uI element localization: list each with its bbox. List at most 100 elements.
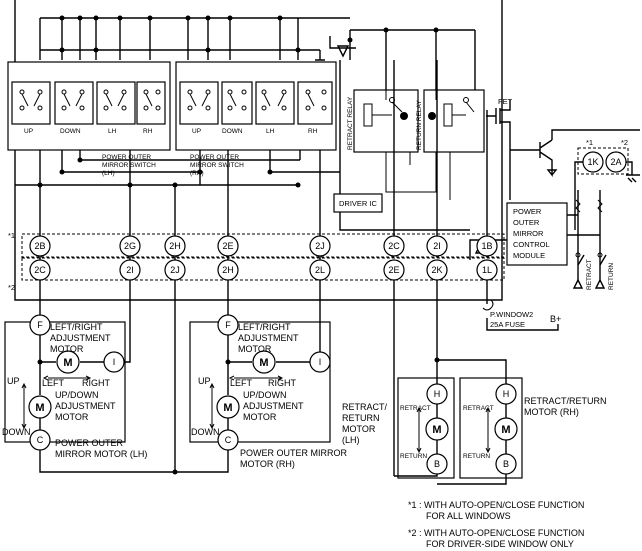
pin-2e: 2E <box>222 241 233 251</box>
rh-left-label: LEFT <box>230 378 253 388</box>
retract-return-motors: H B H B M M RETRACT RETURN RETRACT RETUR… <box>342 357 607 485</box>
rr-lh-pin-b: B <box>434 459 440 469</box>
pin-2j-bottom: 2J <box>170 265 180 275</box>
rh-down-label: DOWN <box>191 427 220 437</box>
switch-rh-name-3: (RH) <box>190 170 204 177</box>
rh-pin-c: C <box>225 435 232 445</box>
lh-pin-f: F <box>37 320 43 330</box>
rr-lh-motor-symbol: M <box>432 424 441 436</box>
lh-lr-label-2: ADJUSTMENT <box>50 333 111 343</box>
connector-rows: *1 *2 2B 2G 2H 2E 2J 2C 2I 1B 2C 2I 2J 2… <box>8 60 505 476</box>
lh-name-1: POWER OUTER <box>55 438 124 448</box>
fuse: P.WINDOW2 25A FUSE B+ <box>482 280 561 331</box>
fet-terminals: 1K 2A *1 *2 <box>510 129 640 230</box>
rr-rh-retract-label: RETRACT <box>463 405 494 412</box>
switch-lh-rh-label: RH <box>143 128 153 135</box>
switch-lh-lh-label: LH <box>108 128 117 135</box>
switch-rh-lh-label: LH <box>266 128 275 135</box>
lh-lr-motor-symbol: M <box>63 357 72 369</box>
pin-2g: 2G <box>124 241 136 251</box>
switch-rh-name-2: MIRROR SWITCH <box>190 162 244 169</box>
lh-right-label: RIGHT <box>82 378 111 388</box>
pin-1l: 1L <box>482 265 492 275</box>
top-bus-wires <box>39 15 476 110</box>
row-marker-1: *1 <box>8 231 15 240</box>
pin-2h: 2H <box>169 241 181 251</box>
switch-output-wires <box>15 60 470 260</box>
rh-pin-i: I <box>319 357 322 367</box>
rh-lr-motor-symbol: M <box>259 357 268 369</box>
rr-lh-retract-label: RETRACT <box>400 405 431 412</box>
rh-ud-motor-symbol: M <box>223 402 232 414</box>
switch-lh-down-label: DOWN <box>60 128 81 135</box>
control-module: POWER OUTER MIRROR CONTROL MODULE RETRAC… <box>469 190 615 290</box>
module-label-4: CONTROL <box>513 240 550 249</box>
rh-ud-label-1: UP/DOWN <box>243 390 287 400</box>
pin-2h-bottom: 2H <box>222 265 234 275</box>
lh-left-label: LEFT <box>42 378 65 388</box>
mirror-switch-lh: UP DOWN LH RH POWER OUTER MIRROR SWITCH … <box>7 61 171 177</box>
rr-lh-name-1: RETRACT/ <box>342 402 387 412</box>
mirror-switch-rh: UP DOWN LH RH POWER OUTER MIRROR SWITCH … <box>175 61 337 177</box>
note-1-line-1: *1 : WITH AUTO-OPEN/CLOSE FUNCTION <box>408 500 584 510</box>
module-label-3: MIRROR <box>513 229 544 238</box>
return-relay-label: RETURN RELAY <box>416 100 423 150</box>
pin-2l: 2L <box>315 265 325 275</box>
lh-pin-c: C <box>37 435 44 445</box>
lh-lr-label-1: LEFT/RIGHT <box>50 322 103 332</box>
rh-lr-label-2: ADJUSTMENT <box>238 333 299 343</box>
module-label-2: OUTER <box>513 218 540 227</box>
pin-2c: 2C <box>34 265 46 275</box>
rr-rh-pin-h: H <box>503 389 510 399</box>
common-return <box>37 280 231 475</box>
lh-down-label: DOWN <box>2 427 31 437</box>
lh-ud-label-2: ADJUSTMENT <box>55 401 116 411</box>
switch-rh-rh-label: RH <box>308 128 318 135</box>
rh-ud-label-2: ADJUSTMENT <box>243 401 304 411</box>
rr-lh-name-3: MOTOR <box>342 424 376 434</box>
pin-2i: 2I <box>126 265 134 275</box>
pin-2i-top: 2I <box>433 241 441 251</box>
rr-rh-name-2: MOTOR (RH) <box>524 407 579 417</box>
footnotes: *1 : WITH AUTO-OPEN/CLOSE FUNCTION FOR A… <box>408 500 584 549</box>
rh-up-label: UP <box>198 376 211 386</box>
pin-2j: 2J <box>315 241 325 251</box>
rr-rh-return-label: RETURN <box>463 453 490 460</box>
mirror-motor-lh: F I C M M LEFT/RIGHT ADJUSTMENT MOTOR LE… <box>2 280 147 459</box>
switch-rh-up-label: UP <box>192 128 201 135</box>
fet-marker-2: *2 <box>621 138 628 147</box>
mirror-motor-rh: F I C M M LEFT/RIGHT ADJUSTMENT MOTOR LE… <box>189 280 347 469</box>
rh-ud-label-3: MOTOR <box>243 412 277 422</box>
rr-lh-return-label: RETURN <box>400 453 427 460</box>
rh-right-label: RIGHT <box>268 378 297 388</box>
pin-2a: 2A <box>610 157 621 167</box>
switch-lh-name-1: POWER OUTER <box>102 154 151 161</box>
retract-relay-label: RETRACT RELAY <box>347 96 354 150</box>
pin-1b: 1B <box>481 241 492 251</box>
switch-rh-down-label: DOWN <box>222 128 243 135</box>
module-label-5: MODULE <box>513 251 545 260</box>
rr-lh-pin-h: H <box>434 389 441 399</box>
pin-2e-bottom: 2E <box>388 265 399 275</box>
pin-2c-top: 2C <box>388 241 400 251</box>
note-1-line-2: FOR ALL WINDOWS <box>426 511 511 521</box>
lh-ud-label-1: UP/DOWN <box>55 390 99 400</box>
module-return-label: RETURN <box>608 263 615 290</box>
pin-1k: 1K <box>587 157 598 167</box>
fuse-label-1: P.WINDOW2 <box>490 310 533 319</box>
rh-name-2: MOTOR (RH) <box>240 459 295 469</box>
rr-rh-pin-b: B <box>503 459 509 469</box>
note-2-line-1: *2 : WITH AUTO-OPEN/CLOSE FUNCTION <box>408 528 584 538</box>
fet-label: FET <box>498 97 513 106</box>
pin-2b: 2B <box>34 241 45 251</box>
relays: RETRACT RELAY RETURN RELAY FET DRIVER IC <box>333 89 513 213</box>
lh-lr-label-3: MOTOR <box>50 344 84 354</box>
lh-up-label: UP <box>7 376 20 386</box>
lh-ud-label-3: MOTOR <box>55 412 89 422</box>
lh-ud-motor-symbol: M <box>35 402 44 414</box>
rh-lr-label-3: MOTOR <box>238 344 272 354</box>
lh-pin-i: I <box>113 357 116 367</box>
note-2-line-2: FOR DRIVER-SIDE WINDOW ONLY <box>426 539 574 549</box>
fuse-label-2: 25A FUSE <box>490 320 525 329</box>
